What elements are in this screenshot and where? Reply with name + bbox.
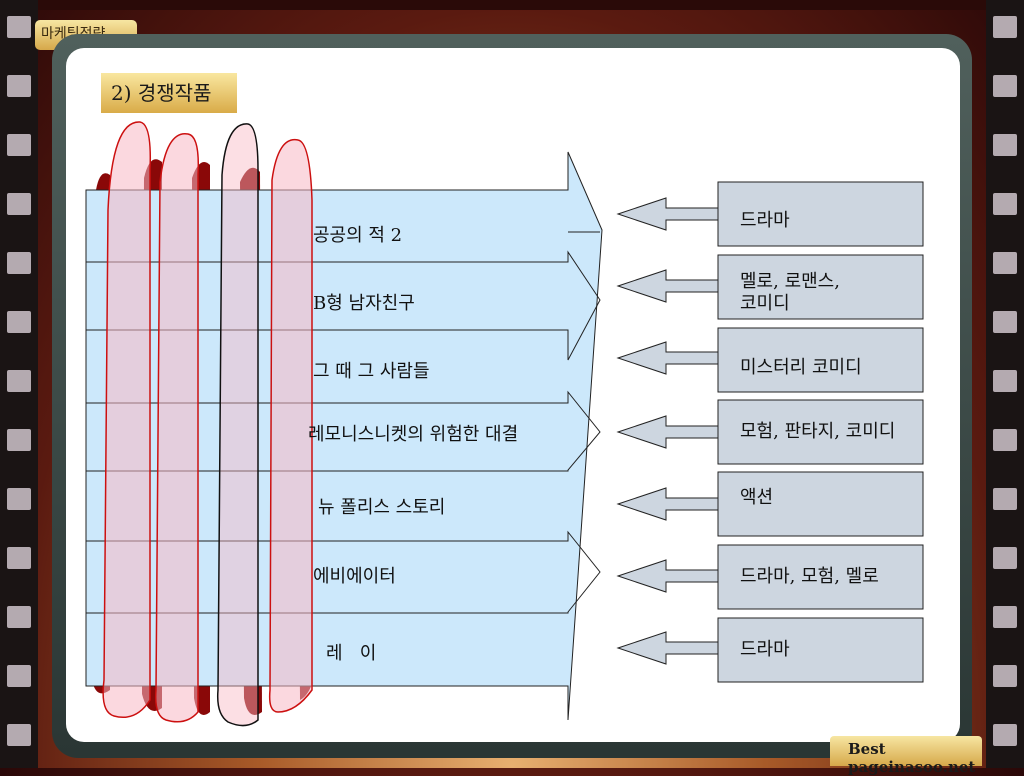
genre-label-1: 드라마 [740,210,790,231]
film-hole [7,547,31,569]
film-hole [993,193,1017,215]
film-hole [7,370,31,392]
film-hole [993,488,1017,510]
row-title-2: B형 남자친구 [313,293,415,314]
film-hole [7,488,31,510]
footer-badge: Best pageinasoo.net [830,736,982,776]
genre-label-4: 모험, 판타지, 코미디 [740,421,896,442]
film-hole [7,665,31,687]
genre-label-5: 액션 [740,487,774,508]
film-hole [993,606,1017,628]
genre-boxes [717,181,924,683]
section-title: 2) 경쟁작품 [101,73,237,113]
film-hole [993,665,1017,687]
genre-label-3: 미스터리 코미디 [740,357,862,378]
film-hole [7,724,31,746]
film-hole [7,134,31,156]
film-strip-right [986,0,1024,768]
film-hole [993,311,1017,333]
spiral-front [102,121,313,723]
genre-label-7: 드라마 [740,639,790,660]
film-hole [993,75,1017,97]
row-title-3: 그 때 그 사람들 [313,361,430,382]
film-hole [993,252,1017,274]
film-hole [993,134,1017,156]
footer-text: Best pageinasoo.net [848,740,976,776]
film-hole [7,252,31,274]
spiral-front-dark [216,123,259,727]
film-strip-left [0,0,38,768]
film-hole [993,16,1017,38]
film-hole [7,16,31,38]
row-title-4: 레모니스니켓의 위험한 대결 [308,424,519,445]
top-bar [38,0,986,10]
genre-label-6: 드라마, 모험, 멜로 [740,566,879,587]
genre-label-2: 멜로, 로맨스, 코미디 [740,271,840,314]
film-hole [7,75,31,97]
film-hole [7,429,31,451]
film-hole [7,606,31,628]
film-hole [993,370,1017,392]
row-title-6: 에비에이터 [313,566,396,587]
row-dividers [86,231,601,614]
left-arrows [616,197,719,665]
film-hole [7,311,31,333]
film-hole [7,193,31,215]
row-title-7: 레 이 [326,643,377,664]
film-hole [993,724,1017,746]
film-hole [993,547,1017,569]
row-title-5: 뉴 폴리스 스토리 [318,497,446,518]
row-title-1: 공공의 적 2 [313,225,403,246]
film-hole [993,429,1017,451]
